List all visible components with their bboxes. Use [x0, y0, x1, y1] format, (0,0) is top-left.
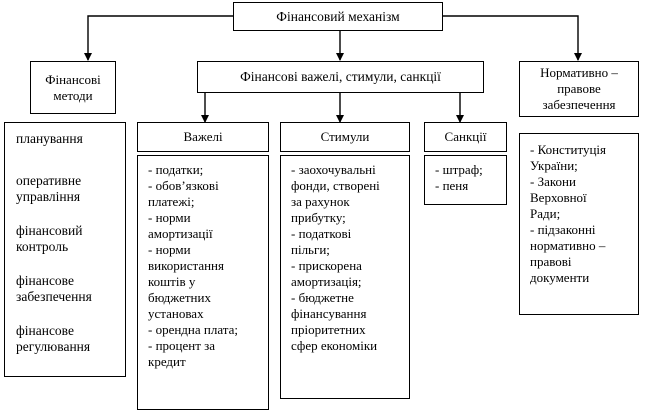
node-label: Фінансовий механізм: [276, 8, 400, 24]
list-item: - заохочувальні фонди, створені за рахун…: [291, 162, 380, 225]
list-item: - пеня: [435, 178, 469, 193]
list-stymuly: - заохочувальні фонди, створені за рахун…: [280, 155, 410, 399]
node-label: Фінансові методи: [45, 71, 101, 103]
list-item: планування: [16, 131, 83, 146]
node-vazheli: Важелі: [137, 122, 269, 152]
node-label: Стимули: [320, 129, 370, 144]
list-item: - підзаконні нормативно – правові докуме…: [530, 222, 606, 285]
list-item: - податкові пільги;: [291, 226, 352, 257]
list-item: - норми амортизації: [148, 210, 213, 241]
node-levers-stimuli-sanctions: Фінансові важелі, стимули, санкції: [197, 61, 484, 93]
node-label: Санкції: [444, 129, 487, 144]
list-item: - податки;: [148, 162, 204, 177]
node-label: Фінансові важелі, стимули, санкції: [240, 69, 441, 84]
list-item: - бюджетне фінансування пріоритетних сфе…: [291, 290, 378, 353]
list-item: - прискорена амортизація;: [291, 258, 362, 289]
list-legal-support: - Конституція України; - Закони Верховно…: [519, 133, 639, 315]
list-item: - процент за кредит: [148, 338, 216, 369]
list-item: фінансовий контроль: [16, 223, 83, 254]
list-item: - Закони Верховної Ради;: [530, 174, 587, 221]
node-label: Нормативно – правове забезпечення: [540, 65, 618, 112]
list-item: - Конституція України;: [530, 142, 607, 173]
list-sanktsii: - штраф; - пеня: [424, 155, 507, 205]
node-label: Важелі: [183, 129, 223, 144]
list-vazheli: - податки; - обов’язкові платежі; - норм…: [137, 155, 269, 410]
list-item: фінансове забезпечення: [16, 273, 92, 304]
node-stymuly: Стимули: [280, 122, 410, 152]
node-legal-support: Нормативно – правове забезпечення: [519, 61, 639, 117]
list-financial-methods: планування оперативне управління фінансо…: [4, 122, 126, 377]
list-item: фінансове регулювання: [16, 323, 91, 354]
list-item: - орендна плата;: [148, 322, 238, 337]
arrow-root-to-legal: [443, 15, 582, 61]
node-financial-methods: Фінансові методи: [30, 61, 116, 114]
list-item: оперативне управління: [16, 173, 82, 204]
arrow-root-to-methods: [84, 15, 233, 61]
list-item: - обов’язкові платежі;: [148, 178, 219, 209]
node-financial-mechanism: Фінансовий механізм: [233, 2, 443, 31]
list-item: - штраф;: [435, 162, 483, 177]
node-sanktsii: Санкції: [424, 122, 507, 152]
list-item: - норми використання коштів у бюджетних …: [148, 242, 224, 321]
